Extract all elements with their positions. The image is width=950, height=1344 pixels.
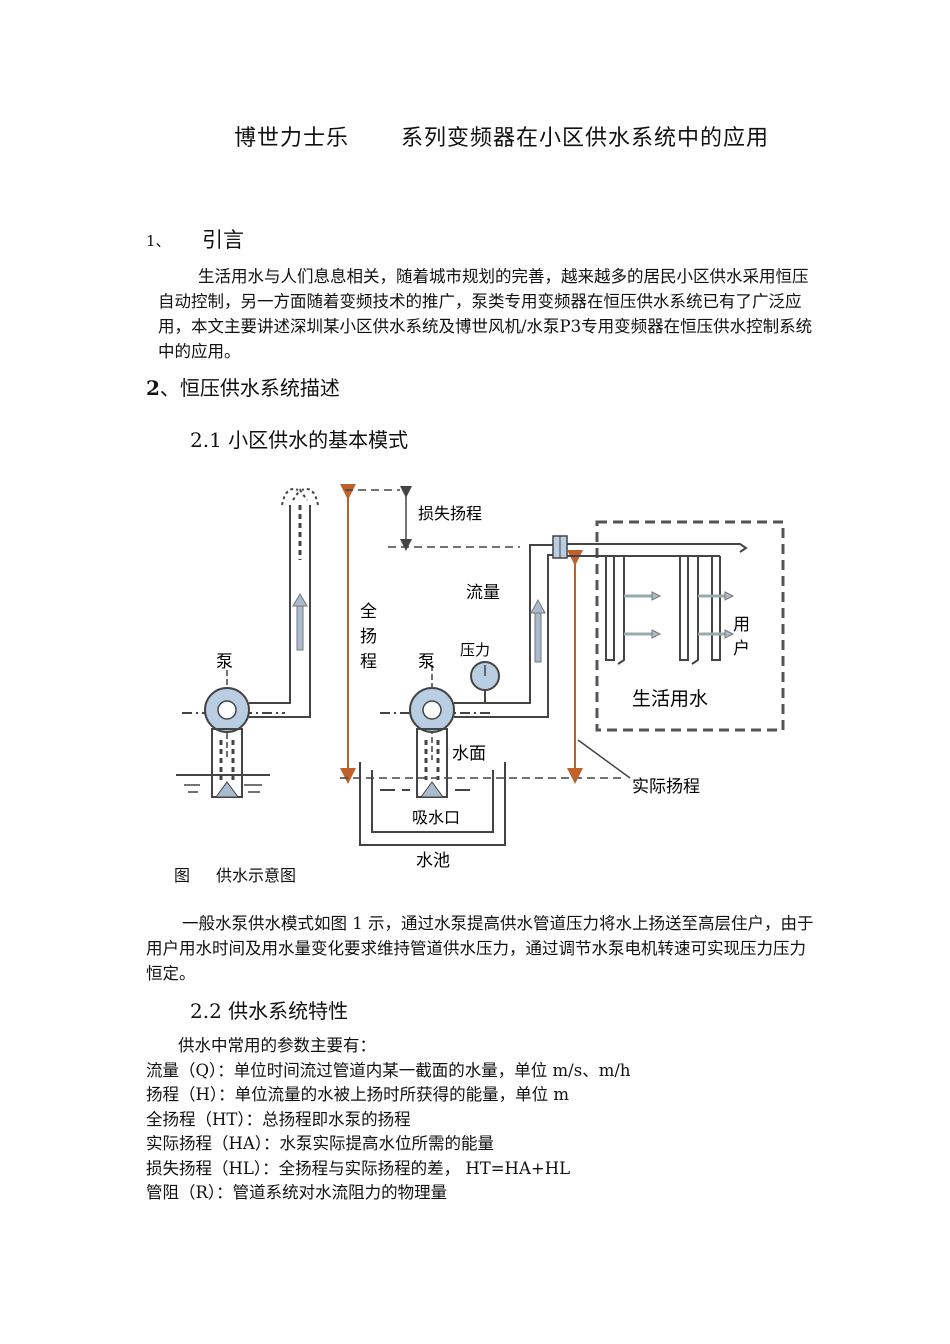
section22-heading: 2.2 供水系统特性 [190, 999, 349, 1023]
total-head-arrow [340, 484, 520, 784]
section2-number: 2 [146, 376, 160, 400]
label-pump-left: 泵 [216, 652, 233, 672]
parameter-actual-head: 实际扬程（HA）：水泵实际提高水位所需的能量 [146, 1134, 495, 1153]
label-total-head-1: 全 [360, 602, 377, 622]
page-title: 博世力士乐 系列变频器在小区供水系统中的应用 [234, 120, 769, 152]
label-flow: 流量 [466, 583, 500, 603]
label-loss-head: 损失扬程 [418, 504, 482, 523]
section1-title: 引言 [202, 228, 244, 252]
right-pump-assembly [380, 535, 568, 798]
parameter-list: 供水中常用的参数主要有： 流量（Q）：单位时间流过管道内某一截面的水量，单位 m… [146, 1034, 631, 1206]
section21-heading: 2.1 小区供水的基本模式 [190, 428, 409, 452]
label-intake: 吸水口 [412, 808, 460, 827]
label-water-surface: 水面 [452, 744, 486, 764]
actual-head-arrow [567, 550, 631, 784]
parameter-intro: 供水中常用的参数主要有： [178, 1036, 376, 1055]
label-total-head-3: 程 [360, 652, 377, 672]
parameter-loss-head: 损失扬程（HL）：全扬程与实际扬程的差， HT=HA+HL [146, 1158, 571, 1178]
title-part1: 博世力士乐 [234, 126, 350, 151]
figure-caption: 图 供水示意图 [174, 862, 296, 886]
water-pool [340, 762, 625, 846]
title-part2: 系列变频器在小区供水系统中的应用 [401, 126, 770, 151]
figure-caption-prefix: 图 [174, 866, 191, 885]
section1-number: 1、 [146, 232, 171, 250]
intro-paragraph: 生活用水与人们息息相关，随着城市规划的完善，越来越多的居民小区供水采用恒压自动控… [158, 267, 813, 361]
label-pool: 水池 [416, 851, 450, 871]
parameter-flow: 流量（Q）：单位时间流过管道内某一截面的水量，单位 m/s、m/h [146, 1060, 631, 1080]
label-total-head-2: 扬 [360, 627, 377, 647]
parameter-resistance: 管阻（R）：管道系统对水流阻力的物理量 [146, 1183, 448, 1202]
supply-mode-paragraph: 一般水泵供水模式如图 1 示，通过水泵提高供水管道压力将水上扬送至高层住户，由于… [146, 914, 814, 983]
section2-title: 、恒压供水系统描述 [159, 376, 340, 400]
label-user-1: 用 [733, 615, 750, 635]
parameter-head: 扬程（H）：单位流量的水被上扬时所获得的能量，单位 m [146, 1085, 570, 1104]
label-pressure: 压力 [460, 641, 490, 659]
domestic-water-box [567, 520, 785, 732]
water-supply-diagram: 损失扬程 流量 全 扬 程 泵 泵 压力 用 户 生活用水 水面 实际扬程 吸水… [176, 484, 785, 871]
figure-caption-text: 供水示意图 [216, 866, 297, 885]
label-user-2: 户 [733, 639, 750, 659]
label-domestic-water: 生活用水 [632, 688, 708, 710]
section2-heading: 2、恒压供水系统描述 [146, 372, 340, 401]
label-pump-right: 泵 [418, 652, 435, 672]
parameter-total-head: 全扬程（HT）：总扬程即水泵的扬程 [146, 1109, 411, 1129]
left-pump-assembly [176, 488, 319, 798]
label-actual-head: 实际扬程 [632, 777, 700, 797]
